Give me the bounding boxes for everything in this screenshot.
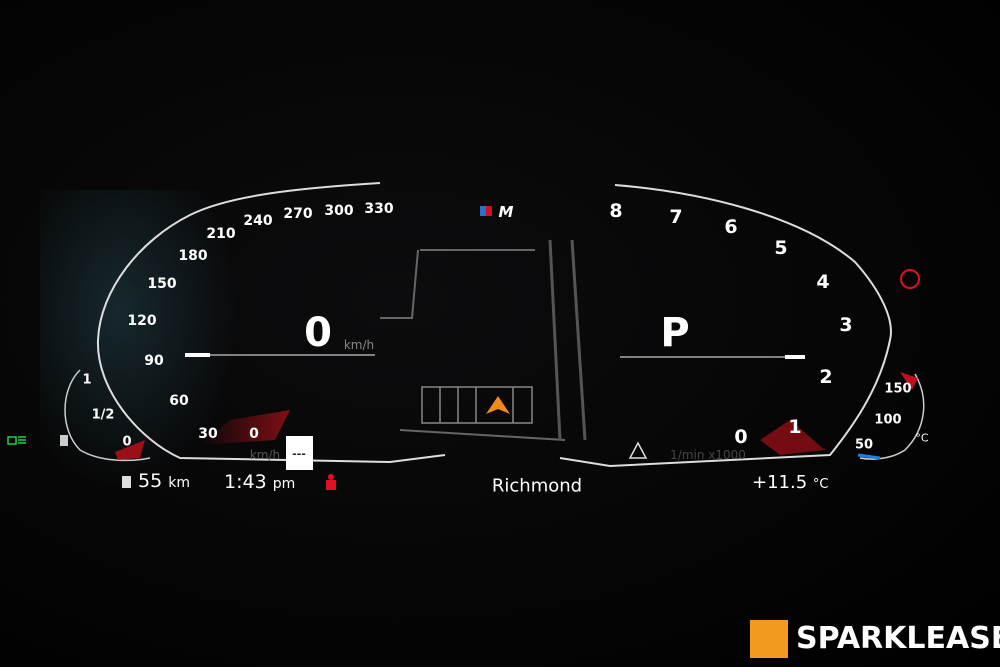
speed-tick: 0 bbox=[249, 426, 259, 442]
speed-tick: 60 bbox=[169, 393, 189, 409]
fuel-needle bbox=[115, 440, 145, 460]
clock-time: 1:43 bbox=[224, 471, 267, 493]
warning-triangle-icon bbox=[628, 441, 648, 459]
rpm-unit: 1/min x1000 bbox=[670, 448, 746, 462]
watermark: SPARKLEASE bbox=[796, 621, 1000, 656]
range-readout: 55 km bbox=[138, 470, 190, 492]
m-logo: M bbox=[498, 203, 514, 221]
sparklease-logo-icon bbox=[750, 620, 788, 658]
rpm-tick: 2 bbox=[819, 366, 833, 388]
location-name: Richmond bbox=[491, 475, 583, 497]
fuel-tick: 0 bbox=[122, 434, 132, 450]
oil-temp-tick: 50 bbox=[854, 437, 874, 453]
rpm-tick: 4 bbox=[816, 271, 830, 293]
outside-temp-unit: °C bbox=[812, 477, 829, 492]
range-fuel-icon bbox=[122, 476, 131, 488]
rpm-tick: 1 bbox=[788, 416, 802, 438]
headlight-icon bbox=[7, 436, 17, 445]
speed-tick: 30 bbox=[198, 426, 218, 442]
speed-tick: 330 bbox=[364, 201, 394, 217]
speed-tick: 180 bbox=[178, 248, 208, 264]
fuel-tick: 1/2 bbox=[91, 407, 115, 423]
navigation-arrow-icon bbox=[486, 396, 510, 414]
rpm-tick: 6 bbox=[724, 216, 738, 238]
outside-temperature: +11.5 °C bbox=[752, 472, 828, 493]
rpm-tick: 5 bbox=[774, 237, 788, 259]
outside-temp-value: +11.5 bbox=[752, 472, 808, 493]
speed-red-zone bbox=[200, 410, 290, 445]
oil-temp-tick: 100 bbox=[874, 412, 902, 428]
rpm-tick: 7 bbox=[669, 206, 683, 228]
rpm-red-zone bbox=[760, 420, 825, 455]
oil-hot-zone bbox=[900, 372, 918, 390]
speed-tick: 240 bbox=[243, 213, 273, 229]
parking-brake-icon bbox=[900, 269, 920, 289]
fuel-arc bbox=[64, 369, 151, 462]
speed-tick: 120 bbox=[127, 313, 157, 329]
tachometer-arc bbox=[559, 184, 892, 468]
m-logo-stripes bbox=[480, 206, 490, 216]
speed-limit-value: --- bbox=[292, 447, 306, 461]
rpm-tick: 0 bbox=[734, 426, 748, 448]
speed-tick: 270 bbox=[283, 206, 313, 222]
oil-temp-arc bbox=[859, 373, 925, 460]
oil-temp-tick: 150 bbox=[884, 381, 912, 397]
clock: 1:43 pm bbox=[224, 471, 295, 493]
map-road bbox=[548, 239, 587, 441]
speed-unit: km/h bbox=[343, 338, 375, 352]
gear-indicator: P bbox=[660, 310, 690, 356]
speed-limit-unit: km/h bbox=[249, 448, 281, 462]
clock-suffix: pm bbox=[272, 476, 296, 492]
range-unit: km bbox=[168, 475, 190, 491]
fuel-tick: 1 bbox=[82, 372, 92, 388]
speed-tick: 210 bbox=[206, 226, 236, 242]
rpm-tick: 3 bbox=[839, 314, 853, 336]
rpm-tick: 8 bbox=[609, 200, 623, 222]
speedometer-arc bbox=[96, 182, 446, 464]
speed-tick: 90 bbox=[144, 353, 164, 369]
oil-temp-unit: °C bbox=[915, 431, 929, 445]
range-value: 55 bbox=[138, 470, 163, 492]
cold-zone-indicator bbox=[857, 453, 881, 460]
speed-value: 0 bbox=[304, 310, 332, 356]
speed-tick: 150 bbox=[147, 276, 177, 292]
map-frame bbox=[380, 249, 566, 441]
speed-tick: 300 bbox=[324, 203, 354, 219]
speed-limit-box bbox=[286, 436, 313, 470]
lane-grid bbox=[421, 386, 533, 424]
seatbelt-warning-icon bbox=[326, 474, 336, 490]
fuel-pump-icon bbox=[60, 435, 68, 446]
